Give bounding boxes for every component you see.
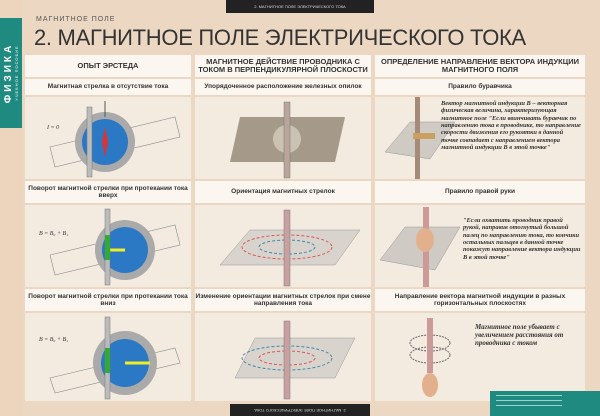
column-header: ОПРЕДЕЛЕНИЕ НАПРАВЛЕНИЕ ВЕКТОРА ИНДУКЦИИ… [375,55,585,77]
formula: B = B₀ + B₁ [39,231,69,237]
column-header: ОПЫТ ЭРСТЕДА [25,55,191,77]
page-title: 2. МАГНИТНОЕ ПОЛЕ ЭЛЕКТРИЧЕСКОГО ТОКА [34,25,526,50]
gimlet-rule: Вектор магнитной индукции B – векторная … [375,97,585,179]
compass-illustration [49,208,181,286]
formula: B = B₀ + B₁ [39,337,69,343]
needles-reversed [195,313,371,401]
top-tab: 2. МАГНИТНОЕ ПОЛЕ ЭЛЕКТРИЧЕСКОГО ТОКА [226,0,374,13]
panel-caption: Магнитная стрелка в отсутствие тока [25,79,191,95]
panel-caption: Поворот магнитной стрелки при протекании… [25,289,191,311]
column-oersted: ОПЫТ ЭРСТЕДА Магнитная стрелка в отсутст… [25,55,191,403]
column-induction-vector: ОПРЕДЕЛЕНИЕ НАПРАВЛЕНИЕ ВЕКТОРА ИНДУКЦИИ… [375,55,585,403]
panel-caption: Поворот магнитной стрелки при протекании… [25,181,191,203]
right-hand-rule: "Если охватить проводник правой рукой, н… [375,205,585,287]
gimlet-rule-text: Вектор магнитной индукции B – векторная … [441,100,581,152]
panel-caption: Правило правой руки [375,181,585,203]
panel-caption: Изменение ориентации магнитных стрелок п… [195,289,371,311]
publisher-info-box [490,391,600,416]
compass-illustration [49,101,181,178]
compass-current-up: B = B₀ + B₁ [25,205,191,287]
bottom-tab: 2. МАГНИТНОЕ ПОЛЕ ЭЛЕКТРИЧЕСКОГО ТОКА [230,404,370,416]
column-header: МАГНИТНОЕ ДЕЙСТВИЕ ПРОВОДНИКА С ТОКОМ В … [195,55,371,77]
subject-label: ФИЗИКА [3,42,14,104]
compass-illustration [49,316,181,400]
formula: I = 0 [47,125,60,131]
panel-caption: Упорядоченное расположение железных опил… [195,79,371,95]
field-in-planes: Магнитное поле убывает с увеличением рас… [375,313,585,401]
right-hand-illustration [379,207,461,287]
right-hand-rule-text: "Если охватить проводник правой рукой, н… [463,217,581,261]
field-decrease-text: Магнитное поле убывает с увеличением рас… [475,323,564,348]
gimlet-illustration [384,97,456,179]
magnetic-needles [195,205,371,287]
needles-illustration [234,320,356,400]
iron-filings [195,97,371,179]
subject-subtitle: УЧЕБНОЕ ПОСОБИЕ [14,45,19,101]
field-planes-illustration [409,318,451,397]
section-label: МАГНИТНОЕ ПОЛЕ [36,16,116,23]
compass-no-current: I = 0 [25,97,191,179]
needles-illustration [219,209,361,287]
panel-caption: Направление вектора магнитной индукции в… [375,289,585,311]
filings-illustration [230,101,345,179]
panel-caption: Ориентация магнитных стрелок [195,181,371,203]
column-perpendicular: МАГНИТНОЕ ДЕЙСТВИЕ ПРОВОДНИКА С ТОКОМ В … [195,55,371,403]
compass-current-down: B = B₀ + B₁ [25,313,191,401]
panel-caption: Правило буравчика [375,79,585,95]
